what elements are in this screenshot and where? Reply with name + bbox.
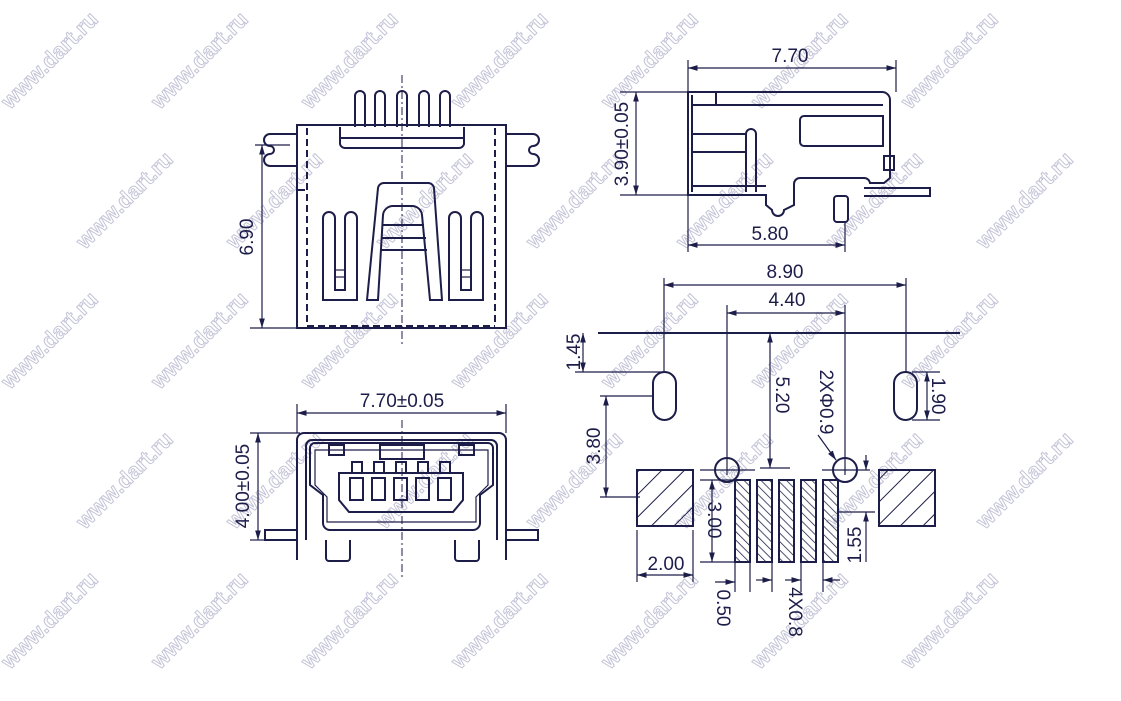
side-peg: [833, 195, 849, 223]
front-view: 7.70±0.05 4.00±0.05: [233, 391, 539, 580]
dim-big-pad-width: 2.00: [648, 554, 685, 575]
side-lead: [864, 187, 931, 197]
dim-hole-dia: 2XΦ0.9: [815, 370, 836, 435]
mount-tab-left: [263, 133, 297, 167]
dim-top-offset: 1.45: [564, 334, 585, 371]
top-view: 6.90: [237, 75, 540, 345]
front-contacts: [349, 461, 452, 501]
spring-center: [365, 181, 444, 301]
dim-pin-pitch: 4X0.8: [784, 587, 805, 637]
slot-left: [652, 371, 677, 421]
dim-front-width: 7.70±0.05: [360, 391, 444, 412]
dim-slot-to-pad: 3.80: [584, 428, 605, 465]
dim-outer-span: 8.90: [767, 262, 804, 283]
dim-pin-width: 0.50: [712, 590, 733, 627]
dim-top-height: 6.90: [237, 219, 258, 256]
spring-left: [322, 211, 358, 301]
pad-big-left: [636, 469, 694, 527]
top-pins: [354, 90, 451, 127]
front-shell: [296, 432, 507, 560]
dim-side-leg: 5.80: [752, 224, 789, 245]
spring-right: [448, 211, 484, 301]
receptacle-opening: [309, 442, 494, 531]
contact-tongue: [338, 472, 464, 513]
dim-side-height: 3.90±0.05: [612, 102, 633, 186]
signal-pads: [734, 479, 839, 563]
mount-tab-right: [506, 133, 540, 167]
dim-pad-length: 3.00: [703, 502, 724, 539]
dim-front-height: 4.00±0.05: [233, 444, 254, 528]
dim-hole-depth: 5.20: [771, 377, 792, 414]
side-view: 7.70 3.90±0.05 5.80: [612, 46, 931, 252]
dim-hole-span: 4.40: [769, 290, 806, 311]
pcb-footprint: 8.90 4.40 1.45 3.80 5.20 2XΦ0.9 1.90: [564, 262, 960, 637]
dim-side-length: 7.70: [772, 46, 809, 67]
dim-pad-offset: 1.55: [845, 527, 866, 564]
pad-big-right: [878, 469, 936, 527]
top-body: [296, 124, 507, 329]
dim-slot-length: 1.90: [927, 378, 948, 415]
slot-right: [893, 371, 918, 421]
side-body: [687, 91, 891, 217]
